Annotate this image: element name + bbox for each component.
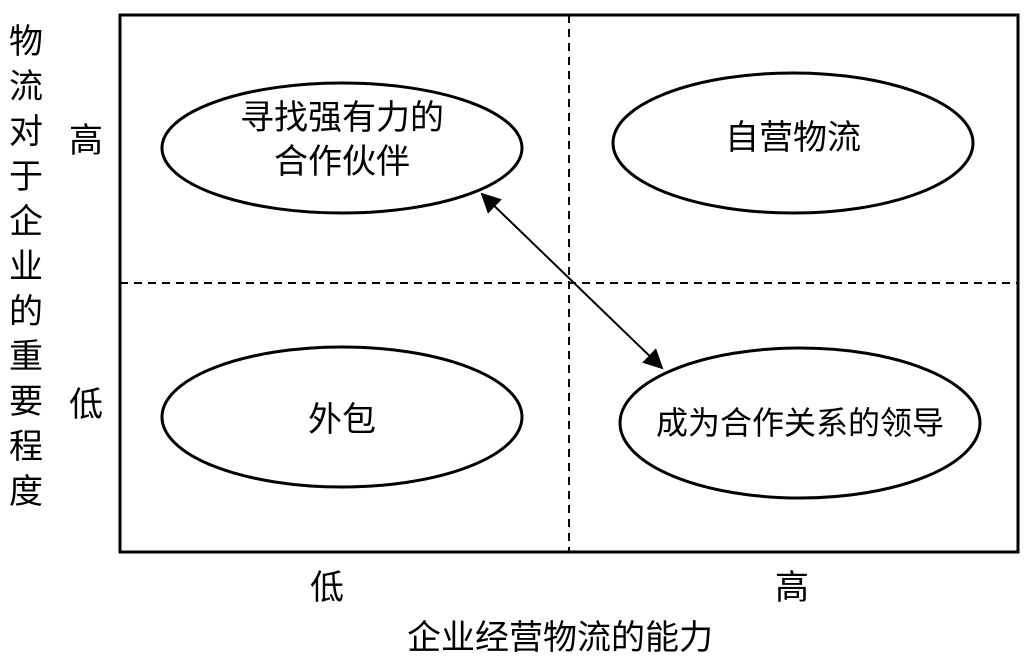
quadrant-top-left-line1: 寻找强有力的 bbox=[240, 98, 444, 138]
quadrant-top-left-label: 寻找强有力的 合作伙伴 bbox=[240, 96, 444, 184]
quadrant-top-left-line2: 合作伙伴 bbox=[274, 142, 410, 182]
quadrant-bottom-left-label: 外包 bbox=[308, 400, 376, 440]
ellipse-bottom-right bbox=[618, 346, 982, 500]
y-axis-title: 物流对于企业的重要程度 bbox=[9, 22, 43, 512]
ellipse-bottom-left bbox=[160, 345, 524, 489]
y-axis-low-label: 低 bbox=[69, 385, 103, 425]
x-axis-low-label: 低 bbox=[310, 568, 344, 608]
quadrant-bottom-right-label: 成为合作关系的领导 bbox=[655, 404, 945, 442]
ellipse-top-right bbox=[611, 71, 975, 215]
x-axis-high-label: 高 bbox=[775, 568, 809, 608]
y-axis-high-label: 高 bbox=[69, 121, 103, 161]
quadrant-top-right-label: 自营物流 bbox=[725, 118, 861, 158]
ellipse-top-left bbox=[160, 81, 524, 215]
x-axis-title: 企业经营物流的能力 bbox=[407, 618, 713, 658]
double-arrow bbox=[480, 192, 664, 370]
